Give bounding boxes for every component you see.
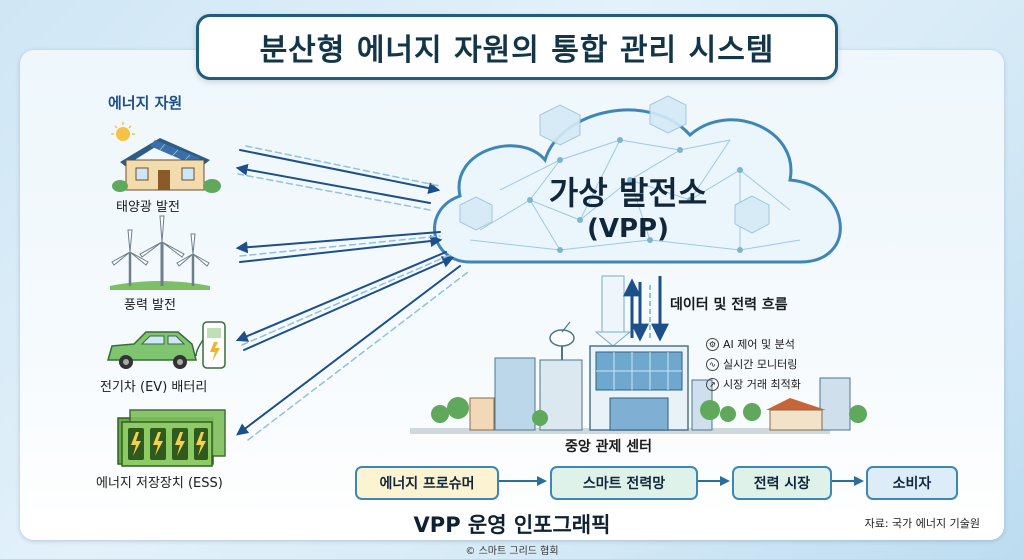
footer-bar: [20, 508, 1004, 540]
control-center-label: 중앙 관제 센터: [565, 439, 653, 455]
cloud-title: 가상 발전소: [548, 174, 708, 212]
resource-label-wind: 풍력 발전: [124, 298, 176, 313]
feature-market: ↗시장 거래 최적화: [706, 376, 801, 392]
feature-ai: ⚙AI 제어 및 분석: [706, 336, 795, 352]
monitor-wave-icon: ∿: [706, 357, 719, 371]
resource-label-ess: 에너지 저장장치 (ESS): [96, 476, 223, 491]
vertical-flow-arrows: [594, 275, 669, 347]
resource-label-solar: 태양광 발전: [116, 200, 180, 215]
control-center-building: [410, 321, 867, 434]
resource-label-ev: 전기차 (EV) 배터리: [100, 380, 208, 395]
feature-monitoring: ∿실시간 모니터링: [706, 356, 797, 372]
wind-turbine-icon: [110, 215, 210, 290]
solar-house-icon: [111, 122, 221, 193]
page-title: 분산형 에너지 자원의 통합 관리 시스템: [196, 14, 838, 80]
resources-header: 에너지 자원: [108, 94, 183, 112]
footer-title: VPP 운영 인포그래픽: [413, 513, 611, 537]
electric-car-icon: [107, 321, 226, 369]
vpp-cloud: [433, 95, 842, 264]
cloud-subtitle: (VPP): [587, 214, 669, 244]
battery-storage-icon: [117, 409, 226, 467]
gear-icon: ⚙: [706, 337, 719, 351]
flow-step-prosumer: 에너지 프로슈머: [355, 466, 499, 500]
flow-step-consumer: 소비자: [866, 466, 958, 500]
resource-arrows: [235, 145, 469, 441]
copyright: © 스마트 그리드 협회: [465, 546, 559, 557]
source-note: 자료: 국가 에너지 기술원: [864, 517, 980, 530]
data-flow-label: 데이터 및 전력 흐름: [670, 297, 788, 313]
flow-step-smart-grid: 스마트 전력망: [550, 466, 698, 500]
flow-step-power-market: 전력 시장: [732, 466, 832, 500]
chart-icon: ↗: [706, 377, 719, 391]
